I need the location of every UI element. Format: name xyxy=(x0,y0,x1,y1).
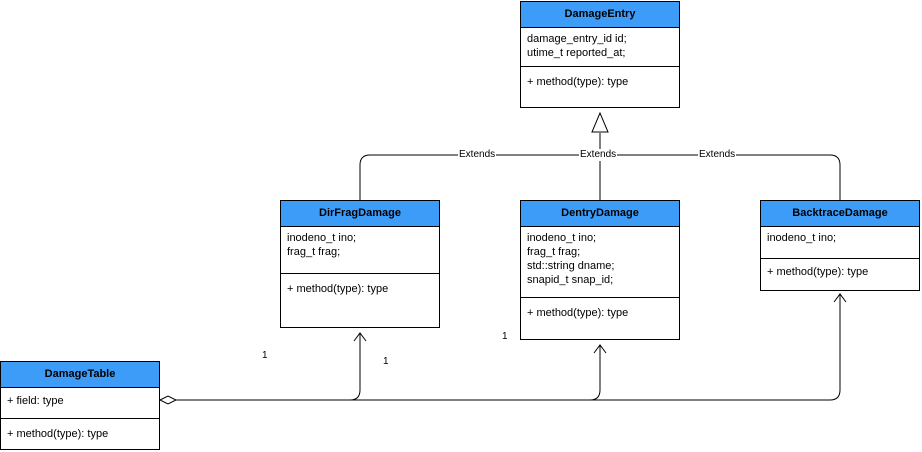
extends-label-right: Extends xyxy=(698,149,737,161)
field: frag_t frag; xyxy=(527,246,581,258)
field: + field: type xyxy=(7,395,64,407)
method: + method(type): type xyxy=(287,283,389,295)
multiplicity-label: 1 xyxy=(383,356,389,367)
fields-section: inodeno_t ino; xyxy=(761,227,919,259)
methods-section: + method(type): type xyxy=(1,419,159,445)
extends-edge-backtrace xyxy=(599,133,841,200)
method: + method(type): type xyxy=(7,428,109,440)
class-damage-table[interactable]: DamageTable + field: type + method(type)… xyxy=(0,361,160,450)
fields-section: + field: type xyxy=(1,388,159,419)
class-name: BacktraceDamage xyxy=(761,201,919,227)
fields-section: inodeno_t ino; frag_t frag; std::string … xyxy=(521,227,679,298)
aggregation-edge-backtrace xyxy=(176,294,841,401)
field: inodeno_t ino; xyxy=(287,232,357,244)
multiplicity-label: 1 xyxy=(262,350,268,361)
methods-section: + method(type): type xyxy=(521,67,679,93)
arrowhead-dirfrag xyxy=(353,332,367,342)
methods-section: + method(type): type xyxy=(761,259,919,283)
aggregation-edge-dirfrag xyxy=(176,333,361,401)
fields-section: inodeno_t ino; frag_t frag; xyxy=(281,227,439,274)
class-name: DentryDamage xyxy=(521,201,679,227)
field: frag_t frag; xyxy=(287,246,341,258)
class-dirfrag-damage[interactable]: DirFragDamage inodeno_t ino; frag_t frag… xyxy=(280,200,440,328)
field: damage_entry_id id; xyxy=(527,33,627,45)
method: + method(type): type xyxy=(527,307,629,319)
multiplicity-label: 1 xyxy=(502,331,508,342)
method: + method(type): type xyxy=(527,76,629,88)
aggregation-edge-dentry xyxy=(176,345,601,401)
class-damage-entry[interactable]: DamageEntry damage_entry_id id; utime_t … xyxy=(520,1,680,108)
class-name: DamageEntry xyxy=(521,2,679,28)
inheritance-arrowhead xyxy=(591,111,609,133)
field: inodeno_t ino; xyxy=(767,232,837,244)
field: std::string dname; xyxy=(527,260,615,272)
field: snapid_t snap_id; xyxy=(527,274,614,286)
methods-section: + method(type): type xyxy=(521,298,679,324)
class-name: DirFragDamage xyxy=(281,201,439,227)
extends-edge-dirfrag xyxy=(359,133,601,200)
method: + method(type): type xyxy=(767,266,869,278)
field: utime_t reported_at; xyxy=(527,47,626,59)
arrowhead-dentry xyxy=(593,344,607,354)
aggregation-diamond xyxy=(158,395,178,405)
class-backtrace-damage[interactable]: BacktraceDamage inodeno_t ino; + method(… xyxy=(760,200,920,291)
extends-label-middle: Extends xyxy=(579,149,618,161)
field: inodeno_t ino; xyxy=(527,232,597,244)
class-dentry-damage[interactable]: DentryDamage inodeno_t ino; frag_t frag;… xyxy=(520,200,680,340)
extends-label-left: Extends xyxy=(458,149,497,161)
methods-section: + method(type): type xyxy=(281,274,439,300)
fields-section: damage_entry_id id; utime_t reported_at; xyxy=(521,28,679,67)
class-name: DamageTable xyxy=(1,362,159,388)
arrowhead-backtrace xyxy=(833,293,847,303)
